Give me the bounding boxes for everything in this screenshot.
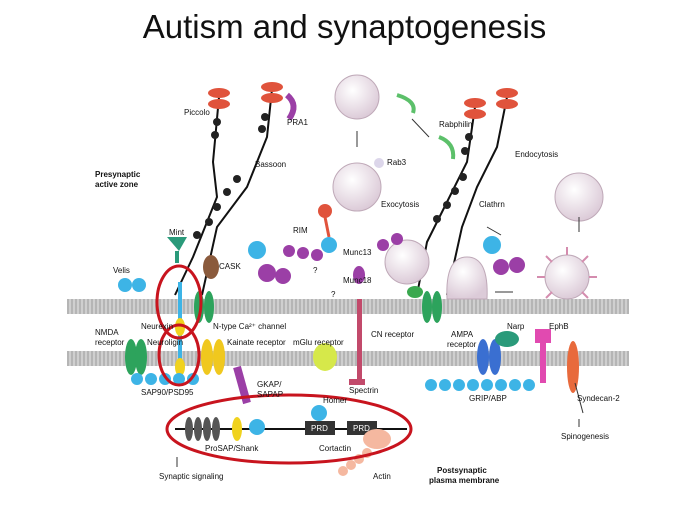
rim-shape — [318, 204, 332, 218]
label-nmda-line1: NMDA — [95, 328, 119, 337]
label-gkap-line2: SAPAP — [257, 390, 283, 399]
label-synaptic-signaling: Synaptic signaling — [159, 472, 223, 481]
label-munc18: Munc18 — [343, 276, 372, 285]
label-grip: GRIP/ABP — [469, 394, 507, 403]
label-clathrin: Clathrn — [479, 200, 505, 209]
label-rab3: Rab3 — [387, 158, 407, 167]
cask-shape — [203, 255, 219, 279]
pra1-shape — [284, 92, 297, 121]
label-nmda-line2: receptor — [95, 338, 125, 347]
presynaptic-blue-proteins — [248, 236, 525, 284]
clathrin-coated-vesicle — [537, 247, 597, 300]
velis-shape — [118, 278, 146, 292]
label-cn-receptor: CN receptor — [371, 330, 414, 339]
cortactin-shape — [363, 429, 391, 449]
label-question1: ? — [313, 266, 318, 275]
narp-shape — [495, 331, 519, 347]
arrows — [176, 118, 584, 467]
label-prd2: PRD — [353, 424, 370, 433]
label-neuroligin: Neuroligin — [147, 338, 183, 347]
synapse-diagram-svg: Piccolo PRA1 Rabphilin Bassoon Rab3 Endo… — [67, 74, 629, 485]
label-spinogenesis: Spinogenesis — [561, 432, 609, 441]
label-presynaptic-line2: active zone — [95, 180, 139, 189]
prosap-shank-blocks — [185, 417, 377, 441]
rabphilin-shape-2 — [438, 135, 456, 160]
label-prosap: ProSAP/Shank — [205, 444, 259, 453]
mint-shape — [167, 237, 187, 251]
neurexin-neuroligin-shape — [175, 282, 185, 382]
label-actin: Actin — [373, 472, 391, 481]
kainate-receptor-shape — [201, 339, 225, 375]
label-rabphilin: Rabphilin — [439, 120, 472, 129]
ampa-receptor-shape — [477, 339, 501, 375]
label-munc13: Munc13 — [343, 248, 372, 257]
label-spectrin: Spectrin — [349, 386, 378, 395]
label-ampa-line2: receptor — [447, 340, 477, 349]
mglu-receptor-shape — [313, 343, 337, 371]
nmda-receptor-shape — [125, 339, 147, 375]
label-exocytosis: Exocytosis — [381, 200, 419, 209]
label-pra1: PRA1 — [287, 118, 308, 127]
ntype-channel-shape — [194, 291, 442, 323]
spectrin-shape — [349, 379, 365, 385]
rab3-shape — [374, 158, 384, 168]
label-piccolo: Piccolo — [184, 108, 210, 117]
cn-receptor-shape — [357, 299, 362, 379]
label-question2: ? — [331, 290, 336, 299]
munc13-shape — [283, 233, 403, 261]
rim-linker — [323, 216, 331, 238]
vesicle-exocytosis — [332, 162, 382, 212]
vesicle-top — [334, 74, 380, 120]
label-cask: CASK — [219, 262, 241, 271]
label-ephb: EphB — [549, 322, 569, 331]
highlight-oval-neuroligin — [157, 323, 201, 387]
grip-abp-shape — [425, 379, 535, 391]
homer-shape — [311, 405, 327, 421]
label-cortactin: Cortactin — [319, 444, 351, 453]
highlight-oval-neurexin — [155, 264, 203, 340]
highlight-oval-shank — [165, 393, 413, 465]
label-mglu: mGlu receptor — [293, 338, 344, 347]
syndecan-shape — [567, 341, 579, 393]
ephb-shape — [535, 329, 551, 383]
label-postsynaptic-line1: Postsynaptic — [437, 466, 487, 475]
label-velis: Velis — [113, 266, 130, 275]
piccolo-bassoon-left — [174, 82, 283, 296]
presynaptic-membrane — [67, 299, 629, 314]
vesicle-docked — [384, 239, 430, 285]
label-presynaptic-line1: Presynaptic — [95, 170, 141, 179]
label-gkap-line1: GKAP/ — [257, 380, 282, 389]
label-ntype-channel: N-type Ca²⁺ channel — [213, 322, 286, 331]
label-syndecan: Syndecan-2 — [577, 394, 620, 403]
label-bassoon: Bassoon — [255, 160, 286, 169]
label-sap90: SAP90/PSD95 — [141, 388, 194, 397]
munc18-shape — [353, 266, 423, 298]
label-postsynaptic-line2: plasma membrane — [429, 476, 500, 485]
label-rim: RIM — [293, 226, 308, 235]
label-kainate: Kainate receptor — [227, 338, 286, 347]
label-mint: Mint — [169, 228, 185, 237]
slide-title: Autism and synaptogenesis — [142, 8, 547, 45]
vesicle-fusing — [446, 256, 488, 300]
rim-domain — [321, 237, 337, 253]
vesicle-endocytosis — [554, 172, 604, 222]
label-narp: Narp — [507, 322, 525, 331]
label-homer: Homer — [323, 396, 347, 405]
label-prd1: PRD — [311, 424, 328, 433]
rabphilin-shape — [396, 93, 416, 114]
label-ampa-line1: AMPA — [451, 330, 474, 339]
label-endocytosis: Endocytosis — [515, 150, 558, 159]
label-neurexin: Neurexin — [141, 322, 173, 331]
mint-stem — [175, 251, 179, 263]
synapse-diagram: Piccolo PRA1 Rabphilin Bassoon Rab3 Endo… — [67, 67, 629, 487]
